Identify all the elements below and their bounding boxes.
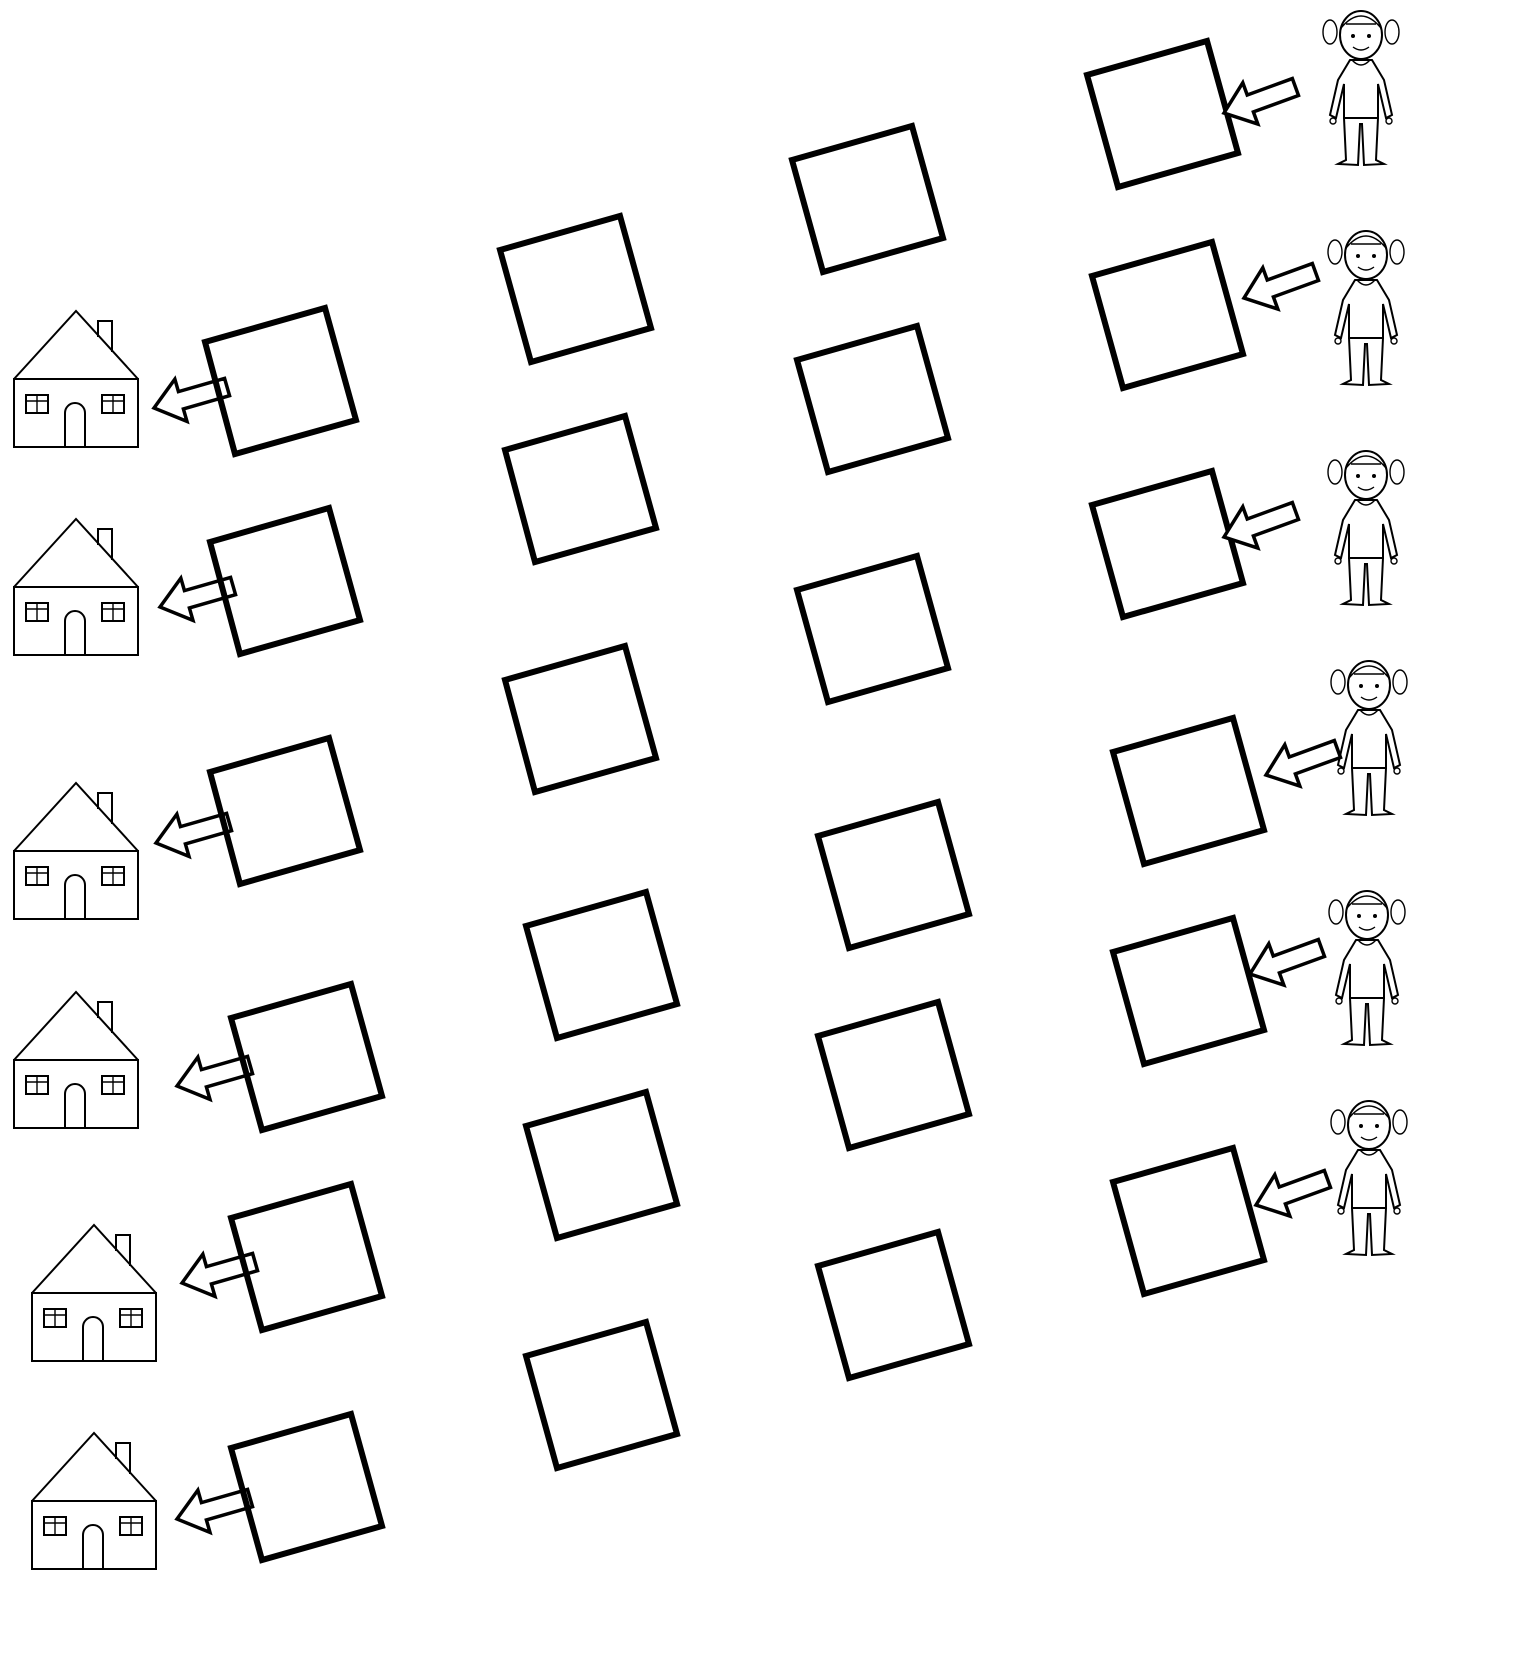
- answer-box[interactable]: [1109, 714, 1268, 868]
- answer-box[interactable]: [206, 734, 364, 888]
- arrow-left-icon: [1240, 925, 1331, 997]
- answer-box[interactable]: [227, 1180, 386, 1334]
- answer-box[interactable]: [1088, 467, 1247, 621]
- answer-box[interactable]: [814, 998, 973, 1152]
- answer-box[interactable]: [522, 1318, 681, 1472]
- girl-icon: [1328, 890, 1406, 1046]
- answer-box[interactable]: [788, 122, 947, 276]
- house-icon: [13, 991, 139, 1129]
- house-icon: [31, 1432, 157, 1570]
- house-icon: [13, 782, 139, 920]
- answer-box[interactable]: [206, 504, 364, 658]
- arrow-left-icon: [1246, 1156, 1337, 1228]
- answer-box[interactable]: [227, 1410, 386, 1564]
- girl-icon: [1322, 10, 1400, 166]
- answer-box[interactable]: [522, 1088, 681, 1242]
- arrow-left-icon: [1256, 726, 1347, 798]
- answer-box[interactable]: [1109, 1144, 1268, 1298]
- answer-box[interactable]: [793, 322, 952, 476]
- answer-box[interactable]: [793, 552, 952, 706]
- girl-icon: [1330, 1100, 1408, 1256]
- answer-box[interactable]: [496, 212, 655, 366]
- answer-box[interactable]: [201, 304, 360, 458]
- answer-box[interactable]: [522, 888, 681, 1042]
- answer-box[interactable]: [501, 642, 660, 796]
- answer-box[interactable]: [814, 798, 973, 952]
- girl-icon: [1330, 660, 1408, 816]
- house-icon: [13, 518, 139, 656]
- answer-box[interactable]: [1109, 914, 1268, 1068]
- answer-box[interactable]: [227, 980, 386, 1134]
- answer-box[interactable]: [501, 412, 660, 566]
- answer-box[interactable]: [1088, 238, 1247, 392]
- girl-icon: [1327, 450, 1405, 606]
- arrow-left-icon: [1234, 249, 1325, 321]
- answer-box[interactable]: [814, 1228, 973, 1382]
- house-icon: [31, 1224, 157, 1362]
- girl-icon: [1327, 230, 1405, 386]
- house-icon: [13, 310, 139, 448]
- answer-box[interactable]: [1083, 37, 1242, 191]
